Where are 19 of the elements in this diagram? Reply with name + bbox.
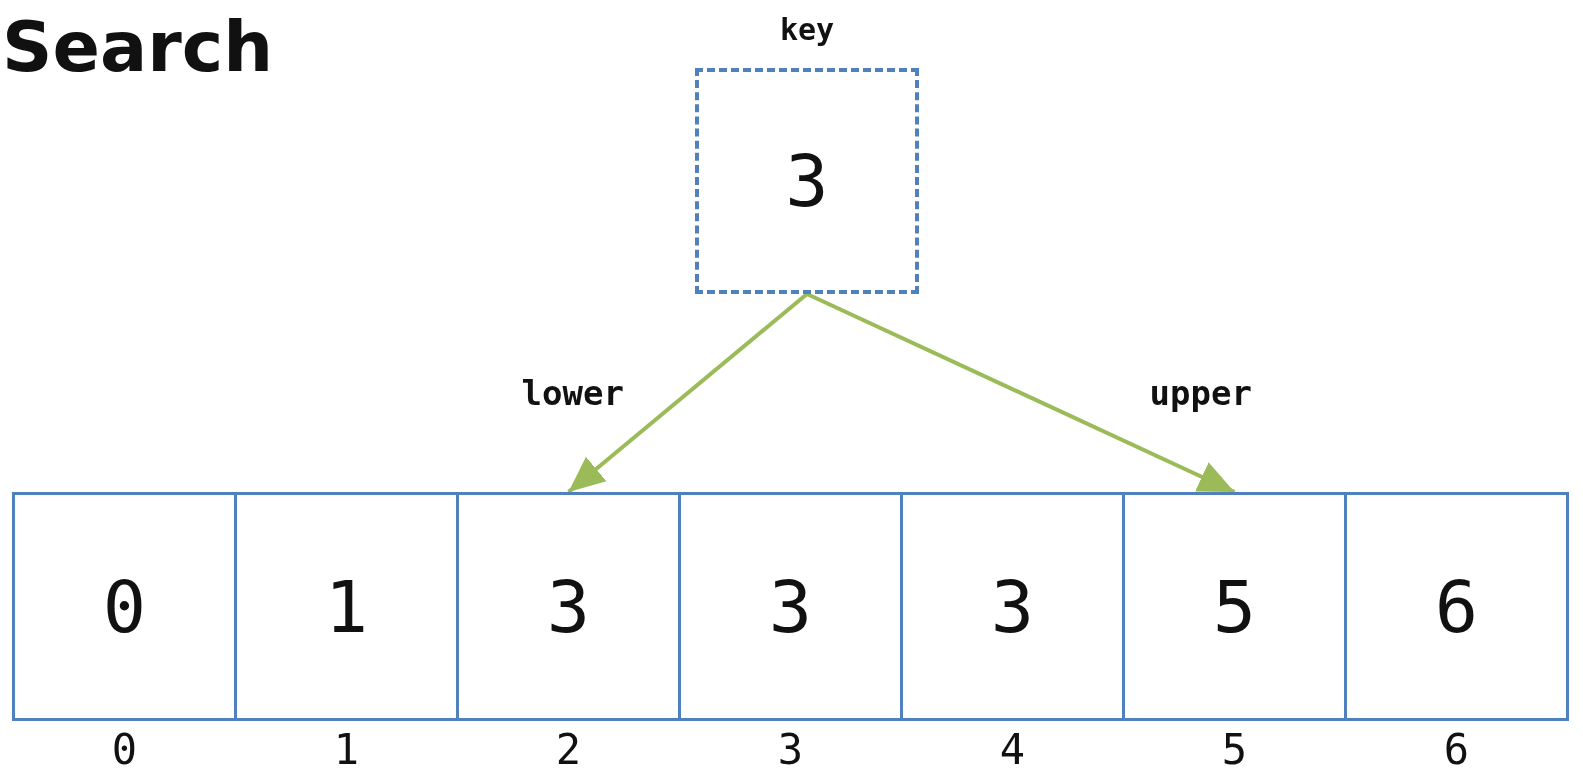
index-label: 6: [1442, 725, 1471, 774]
index-label: 4: [998, 725, 1027, 774]
array-cell: 3: [678, 492, 903, 721]
arrow: [567, 292, 809, 494]
array-cell: 3: [456, 492, 681, 721]
index-label: 2: [554, 725, 583, 774]
arrow: [806, 292, 1236, 494]
key-box: 3: [695, 68, 919, 294]
array-cell: 6: [1344, 492, 1569, 721]
array-cell: 3: [900, 492, 1125, 721]
index-label: 0: [110, 725, 139, 774]
key-label: key: [779, 12, 835, 47]
title: Search: [2, 6, 273, 88]
array-cell: 5: [1122, 492, 1347, 721]
index-label: 5: [1220, 725, 1249, 774]
array-cell: 1: [234, 492, 459, 721]
array-cell: 0: [12, 492, 237, 721]
index-label: 3: [776, 725, 805, 774]
index-label: 1: [332, 725, 361, 774]
